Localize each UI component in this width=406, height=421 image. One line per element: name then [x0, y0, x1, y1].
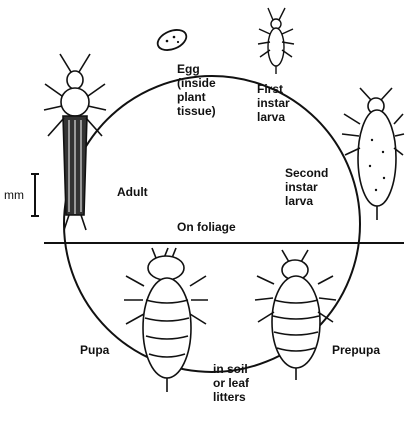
scale-bar-label: mm — [4, 188, 24, 202]
pupa-label: Pupa — [80, 343, 109, 357]
scale-bar — [31, 174, 39, 216]
egg-illustration — [155, 26, 190, 54]
on-foliage-label: On foliage — [177, 220, 236, 234]
adult-illustration — [44, 54, 106, 230]
first-instar-larva-illustration — [258, 8, 294, 74]
second-instar-label: Second instar larva — [285, 166, 328, 208]
prepupa-label: Prepupa — [332, 343, 380, 357]
adult-label: Adult — [117, 185, 148, 199]
egg-label: Egg (inside plant tissue) — [177, 62, 216, 118]
first-instar-label: First instar larva — [257, 82, 290, 124]
second-instar-larva-illustration — [342, 88, 404, 220]
in-soil-label: in soil or leaf litters — [213, 362, 249, 404]
